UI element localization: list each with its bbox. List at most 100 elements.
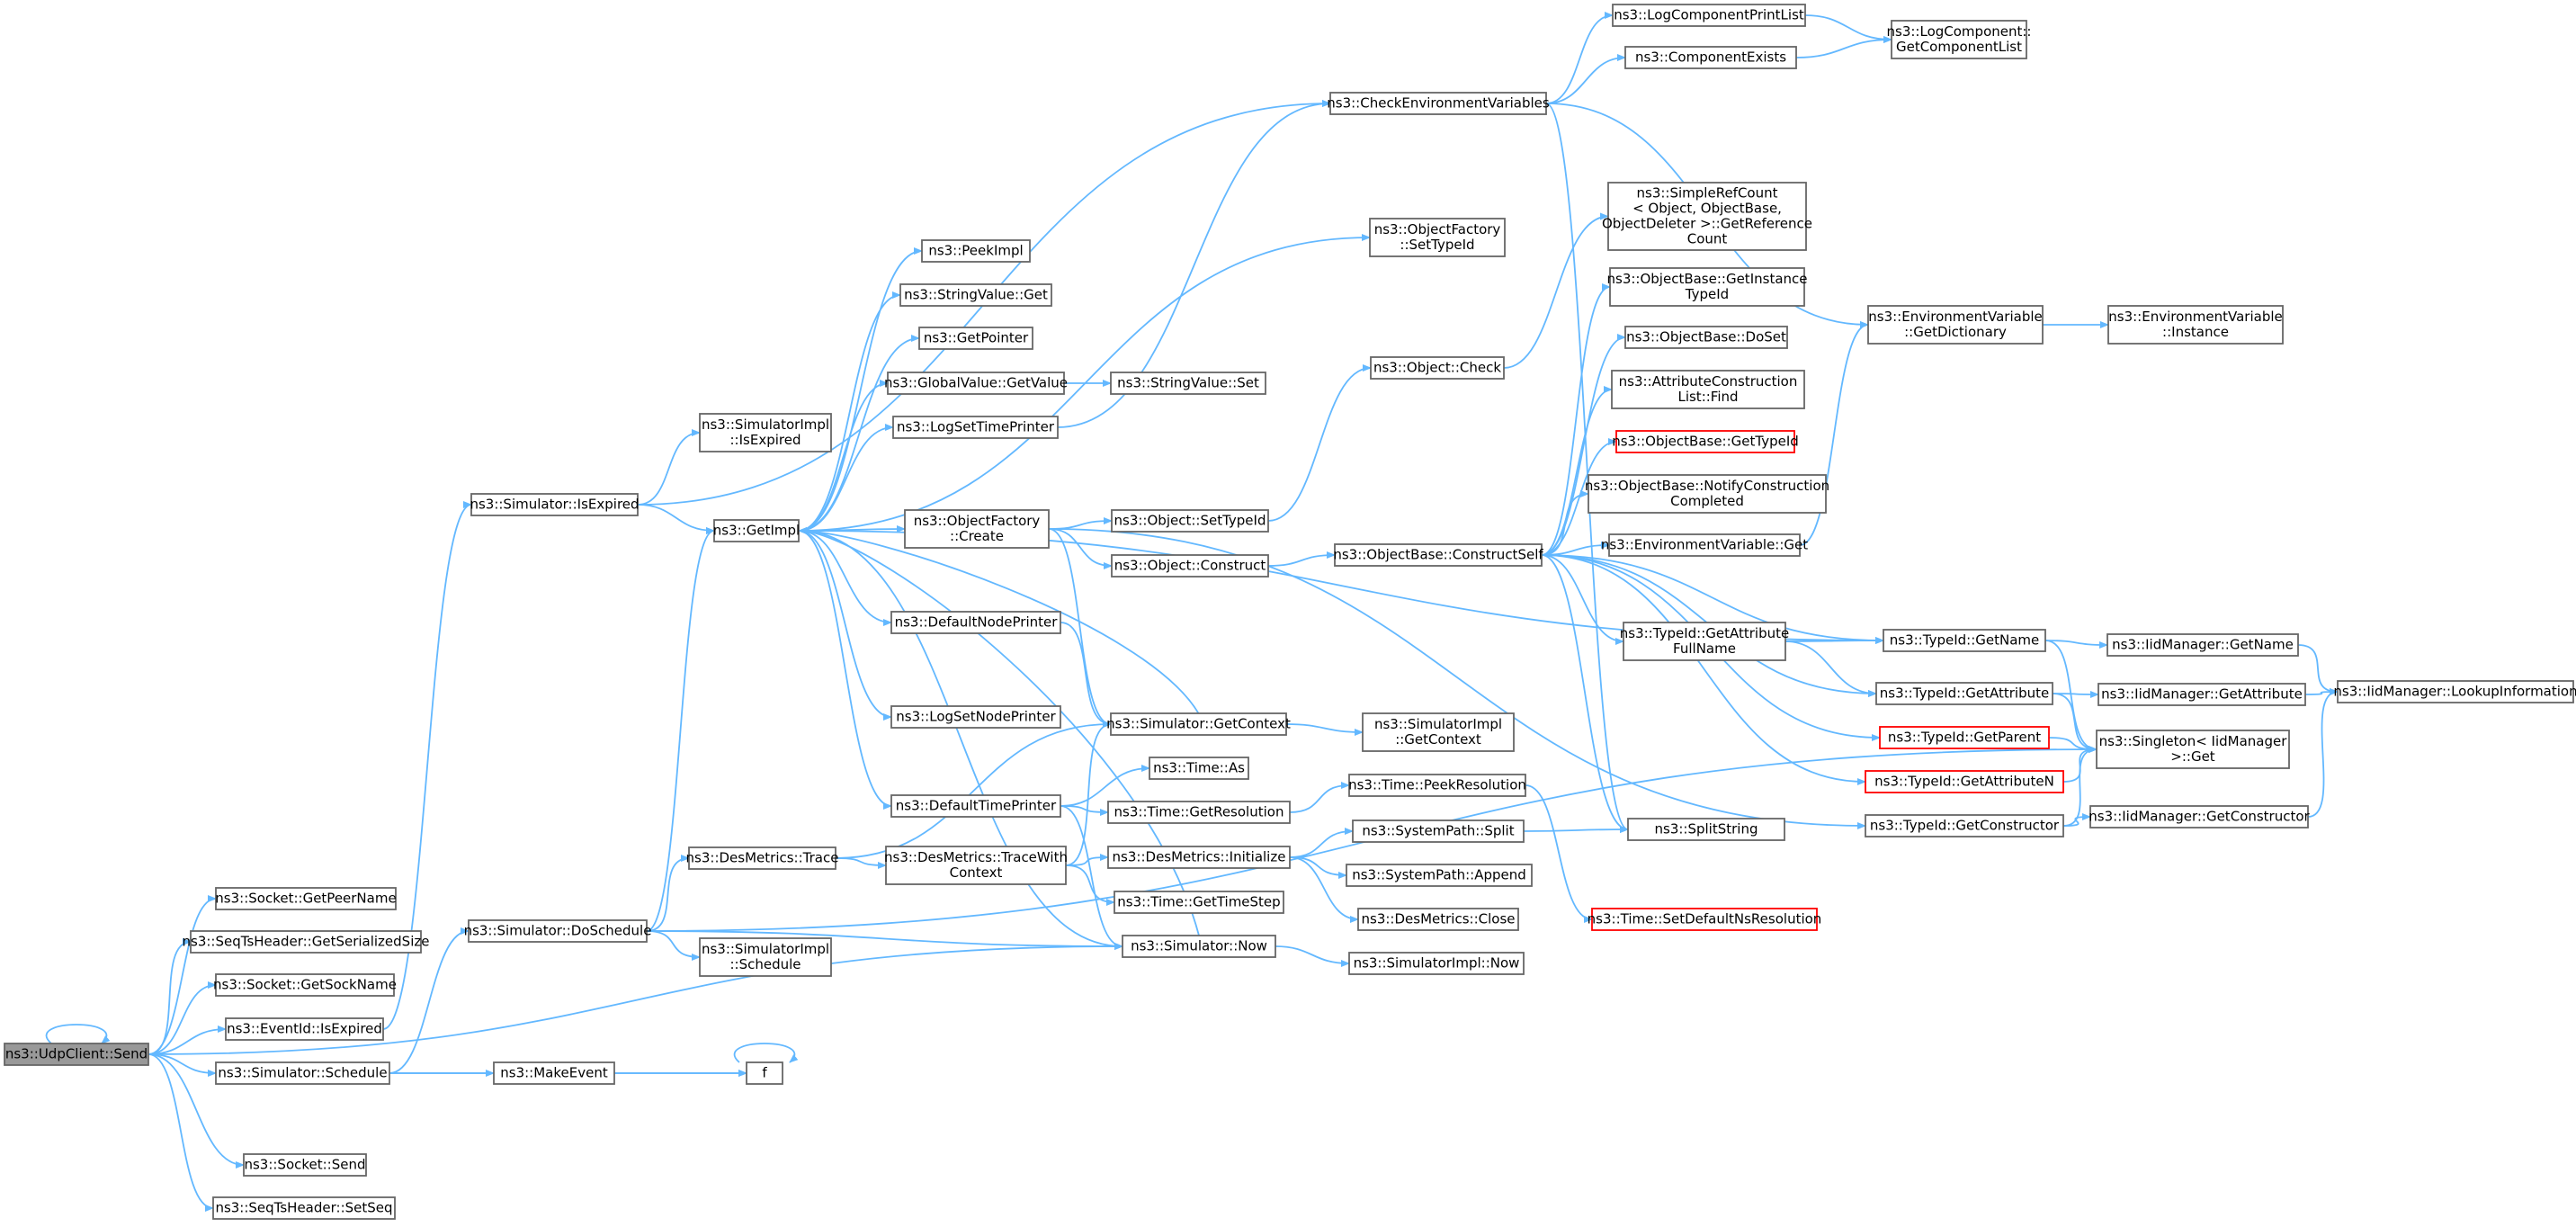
edge-desmetrics_initialize-to-systempath_append <box>1289 856 1347 879</box>
node-box <box>1608 533 1801 557</box>
node-iidmanager_lookupinformation[interactable]: ns3::IidManager::LookupInformation <box>2333 680 2576 703</box>
edge-typeid_getconstructor-to-iidmanager_getconstructor <box>2062 813 2091 827</box>
node-label: ObjectDeleter >::GetReference <box>1602 216 1812 232</box>
node-typeid_getattribute[interactable]: ns3::TypeId::GetAttribute <box>1875 682 2053 705</box>
node-f[interactable]: f <box>746 1061 783 1085</box>
node-label: ns3::MakeEvent <box>500 1065 608 1081</box>
node-simimpl_schedule[interactable]: ns3::SimulatorImpl::Schedule <box>699 937 832 977</box>
node-makeevent[interactable]: ns3::MakeEvent <box>493 1061 615 1085</box>
node-box <box>1624 46 1797 69</box>
node-typeid_getconstructor[interactable]: ns3::TypeId::GetConstructor <box>1865 814 2064 837</box>
node-label: ns3::ObjectBase::DoSet <box>1626 329 1786 345</box>
node-simulator_schedule[interactable]: ns3::Simulator::Schedule <box>215 1061 390 1085</box>
node-simimpl_now[interactable]: ns3::SimulatorImpl::Now <box>1348 952 1525 975</box>
node-time_getresolution[interactable]: ns3::Time::GetResolution <box>1107 801 1291 824</box>
node-objectbase_notifyconstructioncompleted[interactable]: ns3::ObjectBase::NotifyConstructionCompl… <box>1585 474 1829 514</box>
node-box <box>1369 218 1506 257</box>
node-getpointer[interactable]: ns3::GetPointer <box>918 327 1033 350</box>
node-time_setdefaultnsresolution[interactable]: ns3::Time::SetDefaultNsResolution <box>1588 908 1822 931</box>
node-objectfactory_create[interactable]: ns3::ObjectFactory::Create <box>904 509 1050 549</box>
node-desmetrics_initialize[interactable]: ns3::DesMetrics::Initialize <box>1107 846 1291 869</box>
node-object_construct[interactable]: ns3::Object::Construct <box>1111 554 1269 578</box>
node-simulator_now[interactable]: ns3::Simulator::Now <box>1122 935 1276 958</box>
edge-systempath_split-to-splitstring <box>1523 826 1629 834</box>
node-checkenvvars[interactable]: ns3::CheckEnvironmentVariables <box>1327 92 1550 115</box>
node-singleton_get[interactable]: ns3::Singleton< IidManager>::Get <box>2096 730 2290 769</box>
node-systempath_append[interactable]: ns3::SystemPath::Append <box>1346 864 1533 887</box>
node-typeid_getattributen[interactable]: ns3::TypeId::GetAttributeN <box>1865 770 2064 793</box>
node-logsetnodeprinter[interactable]: ns3::LogSetNodePrinter <box>890 705 1061 729</box>
nodes-layer: ns3::UdpClient::Send ns3::Socket::GetPeer… <box>4 4 2576 1220</box>
node-label: f <box>762 1065 767 1081</box>
node-seqts_getserializedsize[interactable]: ns3::SeqTsHeader::GetSerializedSize <box>183 930 430 954</box>
node-typeid_getparent[interactable]: ns3::TypeId::GetParent <box>1879 726 2050 749</box>
node-box <box>1107 846 1291 869</box>
node-box <box>468 919 648 943</box>
edge-simulator_isexpired-to-simimpl_isexpired <box>637 429 701 506</box>
node-label: ns3::ObjectFactory <box>1374 221 1501 237</box>
node-udpclient_send[interactable]: ns3::UdpClient::Send <box>4 1043 149 1066</box>
node-seqts_setseq[interactable]: ns3::SeqTsHeader::SetSeq <box>212 1196 396 1220</box>
edge-typeid_getattributefullname-to-typeid_getattribute <box>1784 640 1877 697</box>
node-simimpl_isexpired[interactable]: ns3::SimulatorImpl::IsExpired <box>699 413 832 452</box>
edge-iidmanager_getconstructor-to-iidmanager_lookupinformation <box>2307 688 2339 818</box>
node-typeid_getname[interactable]: ns3::TypeId::GetName <box>1883 629 2046 652</box>
node-logcomponent_getcomponentlist[interactable]: ns3::LogComponent::GetComponentList <box>1887 20 2032 59</box>
node-objectfactory_settypeid[interactable]: ns3::ObjectFactory::SetTypeId <box>1369 218 1506 257</box>
node-componentexists[interactable]: ns3::ComponentExists <box>1624 46 1797 69</box>
node-iidmanager_getattribute[interactable]: ns3::IidManager::GetAttribute <box>2097 683 2306 706</box>
edge-desmetrics_initialize-to-systempath_split <box>1289 828 1354 858</box>
node-box <box>1609 267 1805 307</box>
node-box <box>1122 935 1276 958</box>
node-globalvalue_getvalue[interactable]: ns3::GlobalValue::GetValue <box>884 372 1068 395</box>
node-logsettimeprinter[interactable]: ns3::LogSetTimePrinter <box>892 416 1059 439</box>
node-simulator_getcontext[interactable]: ns3::Simulator::GetContext <box>1106 712 1291 736</box>
node-iidmanager_getname[interactable]: ns3::IidManager::GetName <box>2106 633 2299 657</box>
edge-defaultnodeprinter-to-simulator_getcontext <box>1060 622 1112 728</box>
node-time_as[interactable]: ns3::Time::As <box>1149 757 1249 780</box>
node-defaultnodeprinter[interactable]: ns3::DefaultNodePrinter <box>890 611 1061 634</box>
node-object_check[interactable]: ns3::Object::Check <box>1370 356 1505 380</box>
node-desmetrics_close[interactable]: ns3::DesMetrics::Close <box>1357 908 1519 931</box>
node-stringvalue_get[interactable]: ns3::StringValue::Get <box>899 283 1052 307</box>
node-getimpl[interactable]: ns3::GetImpl <box>713 519 800 542</box>
node-eventid_isexpired[interactable]: ns3::EventId::IsExpired <box>225 1017 384 1041</box>
node-envvar_get[interactable]: ns3::EnvironmentVariable::Get <box>1601 533 1808 557</box>
node-box <box>1352 819 1525 843</box>
node-box <box>215 887 397 910</box>
node-label: ns3::Time::As <box>1153 760 1245 776</box>
node-simulator_doschedule[interactable]: ns3::Simulator::DoSchedule <box>464 919 652 943</box>
node-defaulttimeprinter[interactable]: ns3::DefaultTimePrinter <box>890 794 1061 818</box>
node-envvar_getdictionary[interactable]: ns3::EnvironmentVariable::GetDictionary <box>1867 305 2044 345</box>
node-iidmanager_getconstructor[interactable]: ns3::IidManager::GetConstructor <box>2089 805 2311 828</box>
node-simplerefcount[interactable]: ns3::SimpleRefCount< Object, ObjectBase,… <box>1602 182 1812 251</box>
node-time_gettimestep[interactable]: ns3::Time::GetTimeStep <box>1114 891 1284 914</box>
node-peekimpl[interactable]: ns3::PeekImpl <box>921 239 1031 263</box>
node-socket_send[interactable]: ns3::Socket::Send <box>243 1153 367 1177</box>
node-box <box>212 1196 396 1220</box>
node-simimpl_getcontext[interactable]: ns3::SimulatorImpl::GetContext <box>1362 712 1515 752</box>
node-object_settypeid[interactable]: ns3::Object::SetTypeId <box>1111 509 1269 533</box>
node-label: ns3::ComponentExists <box>1635 49 1786 66</box>
node-simulator_isexpired[interactable]: ns3::Simulator::IsExpired <box>470 493 640 516</box>
node-objectbase_constructself[interactable]: ns3::ObjectBase::ConstructSelf <box>1333 543 1543 567</box>
node-systempath_split[interactable]: ns3::SystemPath::Split <box>1352 819 1525 843</box>
node-objectbase_gettypeid[interactable]: ns3::ObjectBase::GetTypeId <box>1612 430 1799 453</box>
node-objectbase_doset[interactable]: ns3::ObjectBase::DoSet <box>1624 326 1788 349</box>
node-socket_getpeername[interactable]: ns3::Socket::GetPeerName <box>215 887 397 910</box>
edge-simulator_getcontext-to-simimpl_getcontext <box>1285 723 1364 736</box>
edge-objectbase_constructself-to-attrconstructionlist_find <box>1541 386 1613 556</box>
node-label: ns3::IidManager::GetName <box>2112 637 2294 653</box>
node-time_peekresolution[interactable]: ns3::Time::PeekResolution <box>1348 774 1526 797</box>
node-box <box>746 1061 783 1085</box>
node-splitstring[interactable]: ns3::SplitString <box>1627 818 1785 841</box>
node-socket_getsockname[interactable]: ns3::Socket::GetSockName <box>213 973 397 997</box>
node-envvar_instance[interactable]: ns3::EnvironmentVariable::Instance <box>2107 305 2284 345</box>
node-desmetrics_trace[interactable]: ns3::DesMetrics::Trace <box>686 846 839 870</box>
node-stringvalue_set[interactable]: ns3::StringValue::Set <box>1110 372 1266 395</box>
node-logcomponentprintlist[interactable]: ns3::LogComponentPrintList <box>1612 4 1806 27</box>
